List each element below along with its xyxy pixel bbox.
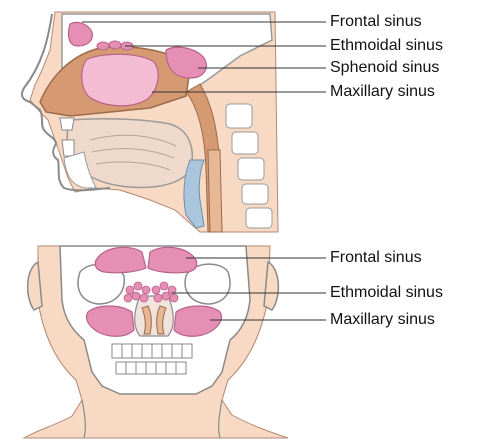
label-maxillary-sinus-bottom: Maxillary sinus	[330, 311, 435, 329]
label-sphenoid-sinus-top: Sphenoid sinus	[330, 59, 439, 77]
label-ethmoidal-sinus-bottom: Ethmoidal sinus	[330, 284, 443, 302]
esophagus	[208, 150, 222, 232]
upper-teeth-row	[112, 344, 192, 358]
nasal-aperture	[135, 296, 174, 336]
label-ethmoidal-sinus-top: Ethmoidal sinus	[330, 37, 443, 55]
upper-teeth	[60, 118, 74, 130]
label-maxillary-sinus-top: Maxillary sinus	[330, 83, 435, 101]
lower-teeth-row	[116, 362, 186, 374]
lower-teeth	[62, 140, 74, 156]
maxillary-sinus-sagittal	[82, 54, 158, 106]
label-frontal-sinus-top: Frontal sinus	[330, 13, 422, 31]
label-frontal-sinus-bottom: Frontal sinus	[330, 249, 422, 267]
sagittal-head-view	[22, 12, 326, 232]
frontal-head-view	[24, 246, 326, 438]
